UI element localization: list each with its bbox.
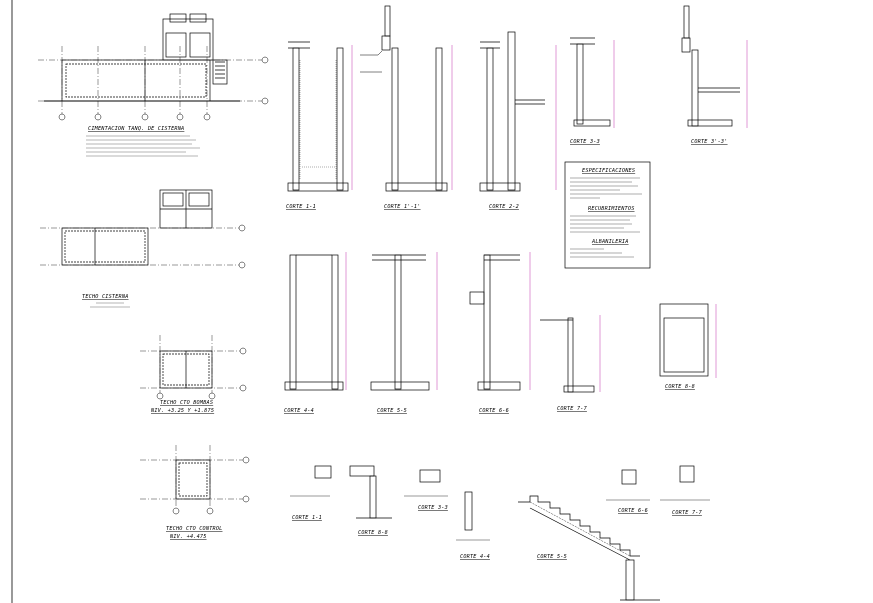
plan-3-title: TECHO CTO BOMBAS — [160, 400, 213, 406]
detail-3-title: CORTE 3-3 — [418, 505, 448, 511]
section-1p-title: CORTE 1'-1' — [384, 204, 421, 210]
detail-7-7 — [660, 465, 710, 501]
detail-2-title: CORTE 8-8 — [358, 530, 388, 536]
section-8-8-title: CORTE 8-8 — [665, 384, 695, 390]
detail-4-title: CORTE 4-4 — [460, 554, 490, 560]
detail-4-4 — [456, 491, 490, 541]
section-7-7 — [540, 315, 601, 393]
specifications-box: ESPECIFICACIONES RECUBRIMIENTOS ALBANILE… — [564, 161, 651, 269]
section-6-6-title: CORTE 6-6 — [479, 408, 509, 414]
section-4-4 — [284, 252, 347, 391]
plan-3-subtitle: NIV. +3.25 Y +1.875 — [150, 408, 214, 414]
plan-1-title: CIMENTACION TANQ. DE CISTERNA — [88, 126, 184, 132]
specs-sub1: RECUBRIMIENTOS — [588, 206, 635, 212]
plan-techo-cto-bombas — [140, 335, 240, 395]
detail-7-title: CORTE 7-7 — [672, 510, 703, 516]
plan-4-subtitle: NIV. +4.475 — [169, 534, 207, 540]
detail-1-1 — [290, 465, 332, 497]
section-7-7-title: CORTE 7-7 — [557, 406, 588, 412]
specs-sub2: ALBANILERIA — [591, 239, 629, 245]
section-2-2-title: CORTE 2-2 — [489, 204, 519, 210]
plan-4-title: TECHO CTO CONTROL — [166, 526, 223, 532]
plan-techo-cto-control — [140, 445, 245, 510]
section-8-8 — [659, 303, 717, 378]
section-5-5-title: CORTE 5-5 — [377, 408, 407, 414]
detail-6-title: CORTE 6-6 — [618, 508, 648, 514]
detail-5-title: CORTE 5-5 — [537, 554, 567, 560]
section-1-1-title: CORTE 1-1 — [286, 204, 316, 210]
detail-5-5-stair — [518, 495, 660, 601]
section-3p-title: CORTE 3'-3' — [691, 139, 728, 145]
specs-title: ESPECIFICACIONES — [582, 168, 635, 174]
section-1p-1p — [360, 5, 453, 192]
plan-2-title: TECHO CISTERNA — [82, 294, 129, 300]
plan-techo-cisterna — [40, 189, 240, 266]
section-1-1 — [287, 41, 353, 192]
detail-1-title: CORTE 1-1 — [292, 515, 322, 521]
section-3-3-title: CORTE 3-3 — [570, 139, 600, 145]
section-3p-3p — [681, 5, 748, 128]
section-5-5 — [370, 252, 438, 391]
detail-8-8 — [349, 465, 392, 519]
section-2-2 — [479, 31, 557, 192]
section-6-6 — [469, 252, 531, 391]
detail-6-6 — [606, 469, 650, 501]
section-4-4-title: CORTE 4-4 — [284, 408, 314, 414]
section-3-3 — [570, 37, 615, 128]
detail-3-3 — [404, 469, 448, 497]
plan-cimentacion — [38, 13, 262, 116]
